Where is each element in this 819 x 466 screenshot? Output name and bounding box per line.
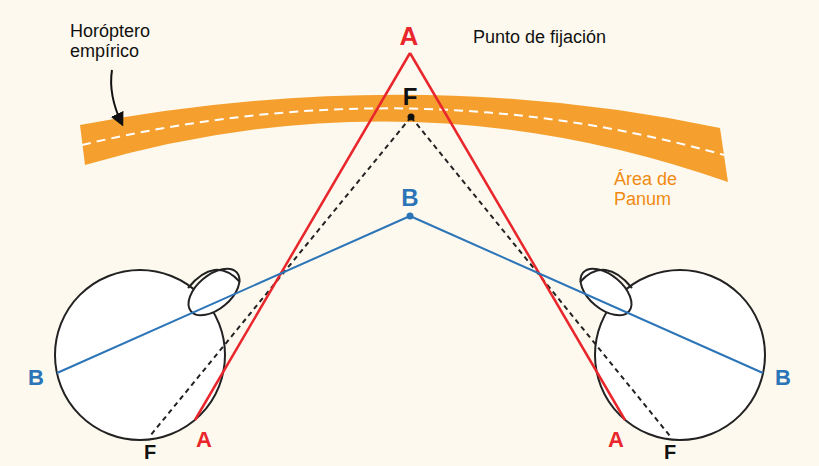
point-a-lines	[195, 53, 625, 420]
point-label: B	[401, 185, 418, 211]
fixation-lines	[150, 117, 670, 436]
retina-label: A	[608, 428, 624, 452]
point-label: F	[403, 84, 418, 110]
point-label: A	[400, 22, 419, 51]
fixation-label: Punto de fijación	[473, 28, 606, 48]
retina-label: F	[664, 441, 676, 463]
panum-label: Área de Panum	[614, 170, 692, 210]
retina-label: F	[144, 441, 156, 463]
point-b-dot	[407, 213, 414, 220]
pointer-arrow	[111, 70, 122, 124]
horopter-label: Horóptero empírico	[70, 22, 170, 62]
retina-label: B	[28, 366, 44, 390]
retina-label: B	[775, 366, 791, 390]
horopter-line	[82, 108, 724, 155]
retina-label: A	[196, 428, 212, 452]
left-eye	[55, 260, 248, 440]
fixation-dot	[408, 114, 415, 121]
point-b-lines	[57, 216, 763, 373]
